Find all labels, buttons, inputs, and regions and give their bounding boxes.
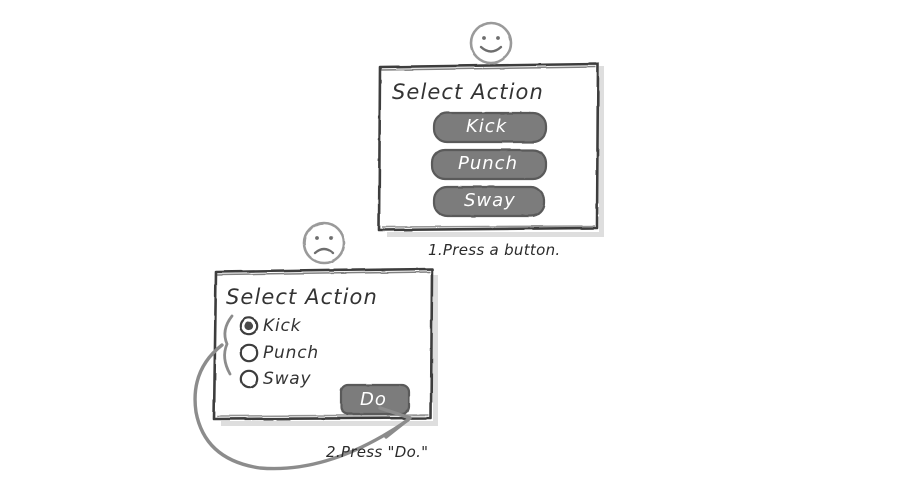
caption-step-2: 2.Press "Do." bbox=[326, 443, 429, 461]
button-kick[interactable]: Kick bbox=[466, 116, 508, 137]
panel-good-shadow bbox=[387, 66, 604, 237]
do-button-shape bbox=[339, 383, 411, 416]
push-buttons-group bbox=[430, 111, 548, 218]
radio-item-sway[interactable]: Sway bbox=[263, 369, 312, 389]
panel-bad-title: Select Action bbox=[226, 285, 378, 309]
smiley-face-sad-icon bbox=[302, 221, 346, 265]
radio-item-kick[interactable]: Kick bbox=[263, 316, 302, 336]
button-punch[interactable]: Punch bbox=[458, 153, 518, 174]
smiley-face-happy-icon bbox=[469, 21, 513, 65]
panel-bad-shadow bbox=[221, 275, 438, 426]
instruction-arrow bbox=[193, 343, 412, 471]
radio-glyphs-group bbox=[239, 316, 259, 389]
caption-step-1: 1.Press a button. bbox=[428, 241, 561, 259]
button-sway[interactable]: Sway bbox=[464, 190, 516, 211]
radio-group-brace bbox=[223, 314, 234, 376]
panel-bad-border bbox=[212, 267, 434, 421]
do-button[interactable]: Do bbox=[360, 389, 387, 410]
panel-good-title: Select Action bbox=[392, 80, 544, 104]
radio-item-punch[interactable]: Punch bbox=[263, 343, 319, 363]
panel-good-border bbox=[377, 62, 600, 232]
